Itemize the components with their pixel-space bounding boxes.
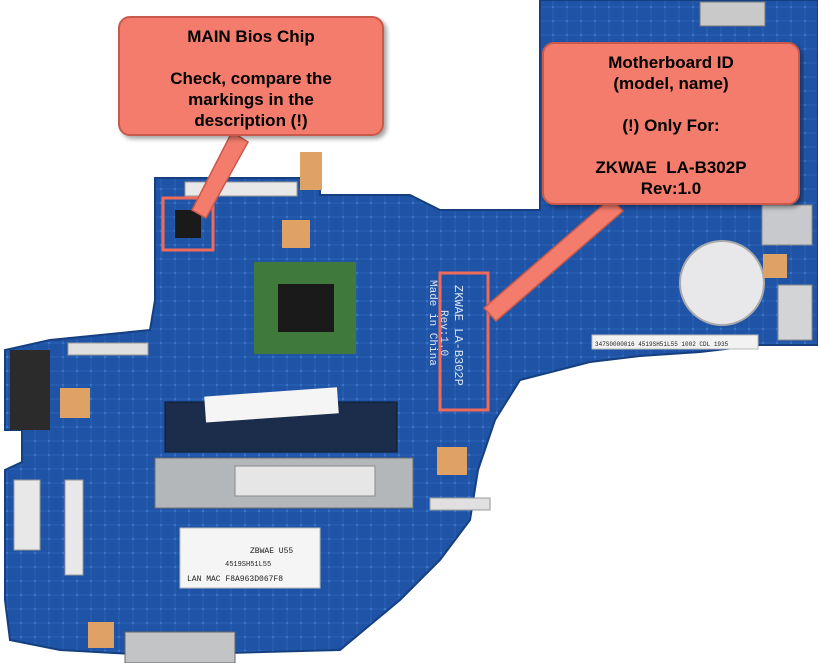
- bottom-connector: [124, 631, 236, 663]
- wlan-sticker-line1: ZBWAE U55: [250, 547, 293, 556]
- wlan-sticker-line3: LAN MAC F8A963D067F8: [187, 575, 283, 584]
- board-callout-title: Motherboard ID: [608, 53, 734, 72]
- bios-chip-highlight: [161, 196, 215, 252]
- motherboard-id-callout: Motherboard ID (model, name) (!) Only Fo…: [542, 42, 800, 205]
- hdmi-connector: [777, 284, 813, 341]
- small-sticker: [204, 387, 339, 423]
- serial-sticker-text: 347S0000016 4519SH51L55 1002 CDL 1935: [595, 341, 729, 348]
- sata-connector: [10, 350, 50, 430]
- mounting-pad: [763, 254, 787, 278]
- right-ribbon-connector: [429, 497, 491, 511]
- silk-model: ZKWAE LA-B302P: [451, 285, 465, 386]
- mid-ribbon-connector: [67, 342, 149, 356]
- bios-callout-line3: description (!): [194, 111, 308, 130]
- board-callout-only-for: (!) Only For:: [622, 116, 720, 135]
- silk-made-in: Made in China: [426, 280, 438, 366]
- bios-arrow: [191, 130, 250, 220]
- bios-callout-title: MAIN Bios Chip: [187, 27, 315, 46]
- serial-sticker: [591, 334, 759, 350]
- bios-callout-line1: Check, compare the: [170, 69, 332, 88]
- cmos-battery: [679, 240, 765, 326]
- mounting-pad: [60, 388, 90, 418]
- mounting-pad: [88, 622, 114, 648]
- bios-callout-line2: markings in the: [188, 90, 314, 109]
- silk-rev: Rev:1.0: [437, 310, 449, 356]
- ribbon-connector-vertical: [64, 479, 84, 576]
- bios-chip: [175, 210, 201, 238]
- wlan-sticker-line2: 4519SH51L55: [225, 561, 271, 569]
- board-callout-rev: Rev:1.0: [640, 179, 702, 198]
- usb-connector: [761, 204, 813, 246]
- board-callout-subtitle: (model, name): [613, 74, 729, 93]
- ribbon-connector-left: [13, 479, 41, 551]
- top-connector: [699, 1, 766, 27]
- cpu-die: [278, 284, 334, 332]
- mounting-pad: [437, 447, 467, 475]
- board-callout-model: ZKWAE LA-B302P: [595, 158, 747, 177]
- mounting-pad: [300, 152, 322, 190]
- bios-chip-callout: MAIN Bios Chip Check, compare the markin…: [118, 16, 384, 136]
- board-id-arrow: [482, 196, 625, 323]
- mounting-pad: [282, 220, 310, 248]
- board-id-highlight: [438, 271, 490, 412]
- wlan-sticker: [179, 527, 321, 589]
